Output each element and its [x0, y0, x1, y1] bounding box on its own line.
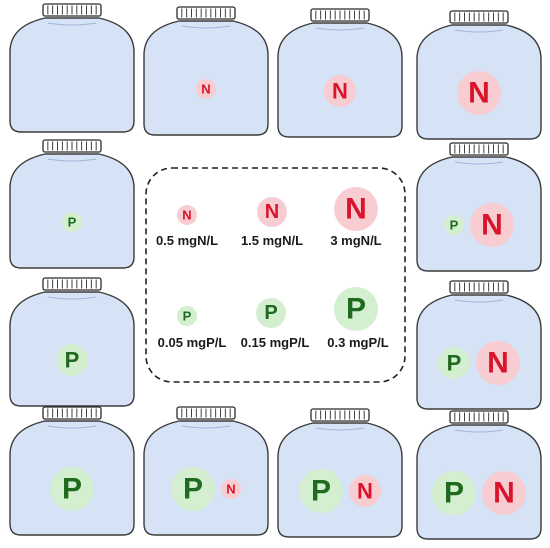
bottle-body — [9, 153, 135, 269]
bottle-r1c3: N — [277, 8, 403, 138]
bottle-water-line — [181, 25, 231, 29]
legend-p-label-3: 0.3 mgP/L — [327, 335, 388, 350]
nitrogen-marker-level-1 — [221, 479, 241, 499]
bottle-water-line — [454, 29, 504, 33]
phosphorus-symbol: P — [311, 475, 331, 508]
phosphorus-symbol: P — [65, 348, 80, 373]
legend-p-symbol-1: P — [183, 309, 192, 324]
nitrogen-symbol: N — [201, 82, 210, 97]
bottle-r1c4: N — [416, 10, 542, 140]
legend-p-circle-1 — [177, 306, 197, 326]
legend-p-symbol-3: P — [346, 293, 366, 326]
bottle-water-line — [47, 425, 97, 429]
phosphorus-marker-level-3 — [432, 471, 476, 515]
nitrogen-symbol: N — [468, 77, 490, 110]
legend-n-item-2: N 1.5 mgN/L — [241, 197, 303, 248]
phosphorus-symbol: P — [447, 351, 462, 376]
phosphorus-symbol: P — [62, 473, 82, 506]
bottle-water-line — [47, 296, 97, 300]
legend-p-item-3: P 0.3 mgP/L — [327, 287, 389, 350]
legend-p-symbol-2: P — [264, 302, 277, 324]
bottle-body — [9, 17, 135, 133]
bottle-water-line — [181, 425, 231, 429]
phosphorus-marker-level-1 — [62, 212, 82, 232]
nitrogen-marker-level-1 — [196, 79, 216, 99]
nitrogen-symbol: N — [226, 482, 235, 497]
legend-n-label-3: 3 mgN/L — [330, 233, 381, 248]
bottle-water-line — [454, 429, 504, 433]
legend-n-symbol-1: N — [182, 208, 191, 223]
nitrogen-symbol: N — [481, 209, 503, 242]
legend-p-label-1: 0.05 mgP/L — [158, 335, 227, 350]
legend-n-symbol-3: N — [345, 193, 367, 226]
concentration-legend: N 0.5 mgN/L N 1.5 mgN/L N 3 mgN/L P 0.05… — [145, 167, 406, 383]
legend-n-item-1: N 0.5 mgN/L — [156, 205, 218, 248]
legend-p-circle-3 — [334, 287, 378, 331]
bottle-r1c2: N — [143, 6, 269, 136]
bottle-water-line — [454, 161, 504, 165]
legend-n-circle-1 — [177, 205, 197, 225]
nitrogen-marker-level-3 — [482, 471, 526, 515]
phosphorus-symbol: P — [450, 218, 459, 233]
nitrogen-marker-level-3 — [476, 341, 520, 385]
bottle-water-line — [47, 158, 97, 162]
phosphorus-marker-level-2 — [438, 347, 470, 379]
bottle-body — [143, 20, 269, 136]
legend-n-circle-2 — [257, 197, 287, 227]
legend-p-circle-2 — [256, 298, 286, 328]
phosphorus-symbol: P — [68, 215, 77, 230]
phosphorus-marker-level-1 — [444, 215, 464, 235]
legend-n-item-3: N 3 mgN/L — [330, 187, 382, 248]
bottle-r4c1: P — [9, 406, 135, 536]
nitrogen-symbol: N — [357, 479, 373, 504]
phosphorus-symbol: P — [444, 477, 464, 510]
phosphorus-marker-level-2 — [56, 344, 88, 376]
bottle-r2c1: P — [9, 139, 135, 269]
legend-p-item-2: P 0.15 mgP/L — [241, 298, 310, 350]
phosphorus-marker-level-3 — [299, 469, 343, 513]
nitrogen-symbol: N — [493, 477, 515, 510]
legend-n-label-2: 1.5 mgN/L — [241, 233, 303, 248]
bottle-water-line — [47, 22, 97, 26]
bottle-water-line — [454, 299, 504, 303]
phosphorus-marker-level-3 — [171, 467, 215, 511]
nitrogen-symbol: N — [487, 347, 509, 380]
legend-n-label-1: 0.5 mgN/L — [156, 233, 218, 248]
phosphorus-marker-level-3 — [50, 467, 94, 511]
nitrogen-marker-level-3 — [470, 203, 514, 247]
bottle-r1c1 — [9, 3, 135, 133]
nitrogen-marker-level-2 — [324, 75, 356, 107]
bottle-water-line — [315, 427, 365, 431]
nitrogen-marker-level-3 — [457, 71, 501, 115]
legend-n-symbol-2: N — [265, 201, 279, 223]
phosphorus-symbol: P — [183, 473, 203, 506]
nitrogen-marker-level-2 — [349, 475, 381, 507]
nitrogen-symbol: N — [332, 79, 348, 104]
legend-p-item-1: P 0.05 mgP/L — [158, 306, 227, 350]
legend-n-circle-3 — [334, 187, 378, 231]
legend-p-label-2: 0.15 mgP/L — [241, 335, 310, 350]
bottle-water-line — [315, 27, 365, 31]
bottle-r3c1: P — [9, 277, 135, 407]
